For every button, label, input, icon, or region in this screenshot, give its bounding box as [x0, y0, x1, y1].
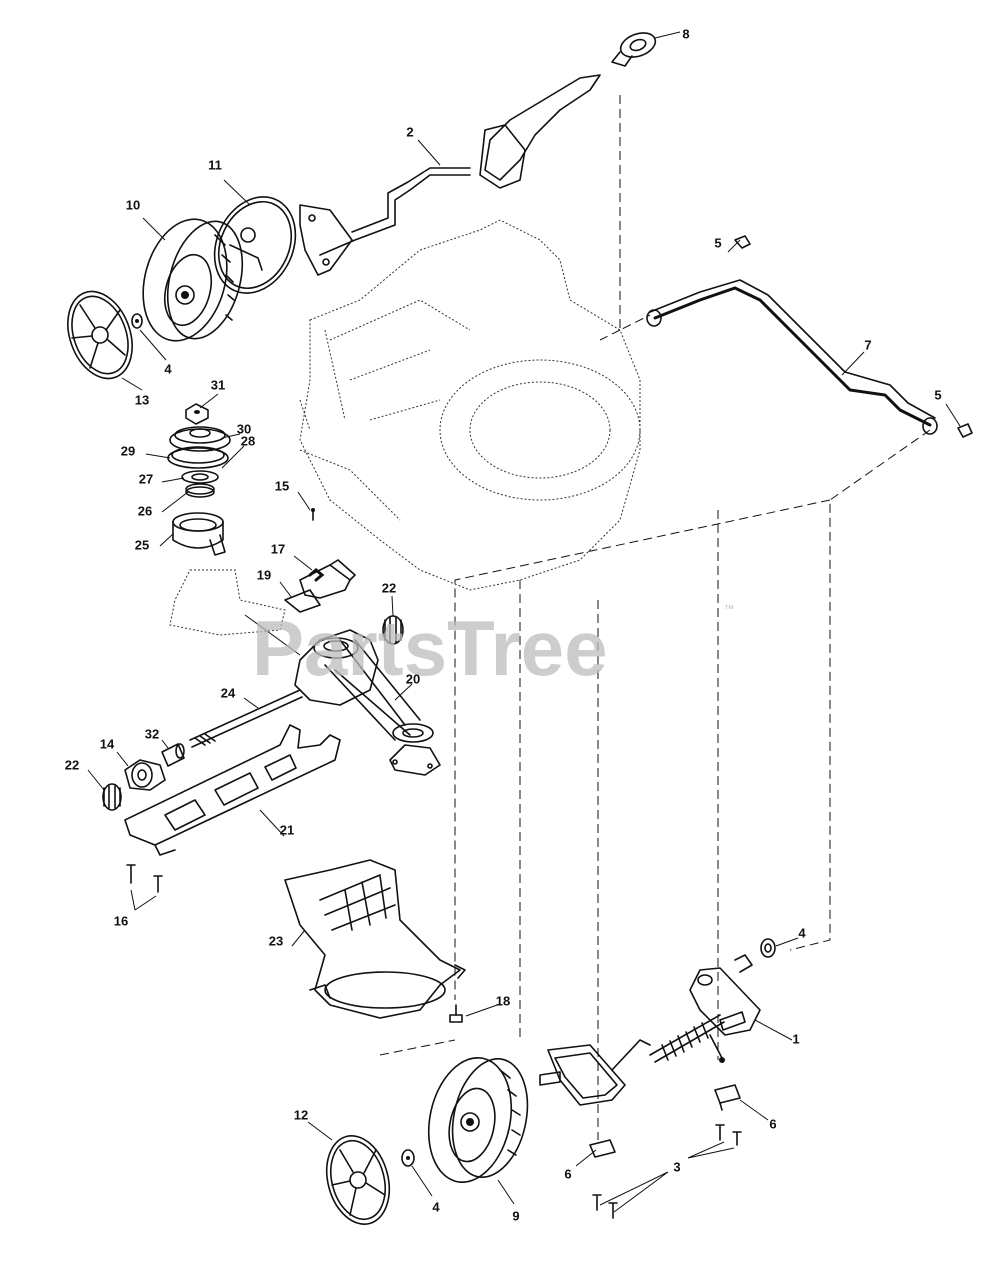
part-26-bearing — [185, 483, 215, 498]
part-12-hubcap — [325, 1135, 391, 1225]
part-23-chute — [284, 859, 466, 1019]
callout-29: 29 — [121, 443, 135, 458]
part-19-link — [284, 589, 321, 613]
part-25-clutch — [172, 512, 226, 556]
callout-17: 17 — [271, 541, 285, 556]
callout-3: 3 — [673, 1159, 680, 1174]
callout-9: 9 — [512, 1208, 519, 1223]
part-24-axle — [189, 689, 303, 748]
part-27-washer — [181, 470, 219, 484]
callout-20: 20 — [406, 671, 420, 686]
callout-13: 13 — [135, 392, 149, 407]
part-5-nut-a — [734, 235, 751, 249]
callout-10: 10 — [126, 197, 140, 212]
callout-4: 4 — [164, 361, 172, 376]
leader-lines — [87, 31, 961, 1205]
part-9-wheel — [427, 1057, 529, 1183]
callout-16: 16 — [114, 913, 128, 928]
callout-26: 26 — [138, 503, 152, 518]
callout-30: 30 — [237, 421, 251, 436]
watermark: PartsTree ™ — [252, 604, 734, 692]
callout-6: 6 — [564, 1166, 571, 1181]
watermark-text: PartsTree — [252, 604, 608, 692]
callout-21: 21 — [280, 822, 294, 837]
part-16-screws — [126, 864, 163, 911]
part-30-pulley — [169, 426, 231, 452]
watermark-trademark: ™ — [724, 604, 734, 615]
part-20-transmission — [244, 614, 441, 776]
callout-4: 4 — [432, 1199, 440, 1214]
callout-15: 15 — [275, 478, 289, 493]
assembly-lines — [379, 95, 931, 1140]
part-4-washer-right — [760, 938, 776, 958]
part-8-knob — [611, 32, 657, 67]
callout-24: 24 — [221, 685, 236, 700]
part-4-nut-top — [131, 313, 143, 329]
part-6-clip-right — [714, 1084, 741, 1111]
callout-12: 12 — [294, 1107, 308, 1122]
part-31-nut — [185, 403, 209, 425]
callout-4: 4 — [798, 925, 806, 940]
callout-1: 1 — [792, 1031, 799, 1046]
part-18-screw — [449, 1004, 463, 1023]
callout-19: 19 — [257, 567, 271, 582]
callout-23: 23 — [269, 933, 283, 948]
callout-5: 5 — [934, 387, 941, 402]
callout-32: 32 — [145, 726, 159, 741]
callout-7: 7 — [864, 337, 871, 352]
part-6-clip-left — [589, 1139, 616, 1158]
part-29-pulley-half — [167, 446, 229, 469]
callout-31: 31 — [211, 377, 225, 392]
part-2-shift-lever — [299, 74, 601, 276]
part-5-nut-b — [957, 423, 973, 438]
callout-27: 27 — [139, 471, 153, 486]
part-4-nut-bottom — [401, 1149, 415, 1167]
callout-28: 28 — [241, 433, 255, 448]
callout-18: 18 — [496, 993, 510, 1008]
callout-22: 22 — [65, 757, 79, 772]
part-1-height-adjuster — [649, 954, 761, 1063]
rear-axle-bracket — [539, 1039, 651, 1106]
part-17-bracket — [299, 559, 356, 599]
part-3-screws — [592, 1124, 742, 1219]
callout-8: 8 — [682, 26, 689, 41]
callout-2: 2 — [406, 124, 413, 139]
part-22-gear-left — [102, 783, 122, 811]
part-14-housing — [124, 759, 166, 791]
part-21-frame — [124, 724, 341, 856]
part-10-wheel — [142, 218, 244, 342]
callout-6: 6 — [769, 1116, 776, 1131]
callout-11: 11 — [208, 157, 222, 172]
mower-deck-outline — [299, 219, 641, 591]
callout-22: 22 — [382, 580, 396, 595]
callout-25: 25 — [135, 537, 149, 552]
callout-14: 14 — [100, 736, 115, 751]
part-7-handle-bar — [646, 279, 938, 435]
part-13-hubcap — [67, 290, 133, 380]
callout-5: 5 — [714, 235, 721, 250]
part-15-pin — [311, 508, 315, 521]
part-11-wheel-plate — [213, 196, 297, 294]
part-32-bushing — [161, 743, 185, 767]
